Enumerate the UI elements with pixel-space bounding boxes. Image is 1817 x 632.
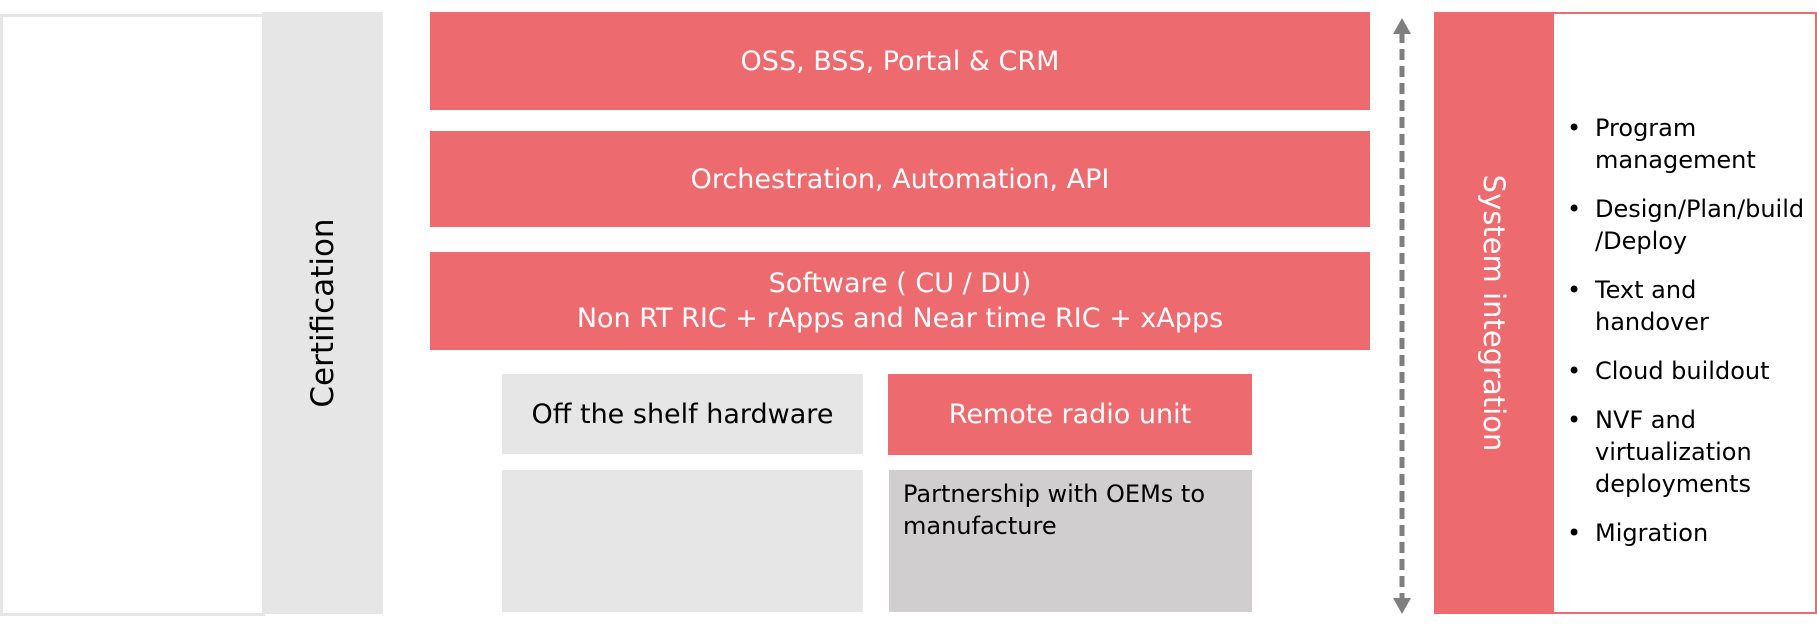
- system-integration-label: System integration: [1477, 174, 1511, 452]
- double-arrow-icon: [1393, 18, 1411, 614]
- list-item-text: NVF and virtualization deployments: [1595, 406, 1752, 498]
- list-item-text: Design/Plan/build /Deploy: [1595, 195, 1805, 255]
- list-item-text: Program management: [1595, 114, 1756, 174]
- bullet-icon: •: [1567, 276, 1582, 304]
- bullet-icon: •: [1567, 114, 1582, 142]
- list-item-text: Migration: [1595, 519, 1709, 547]
- remote-radio-unit-box: Remote radio unit: [888, 374, 1252, 455]
- software-layer: Software ( CU / DU) Non RT RIC + rApps a…: [430, 252, 1370, 350]
- certification-label: Certification: [305, 218, 341, 408]
- system-integration-list: • Program management • Design/Plan/build /…: [1567, 112, 1813, 566]
- orchestration-layer: Orchestration, Automation, API: [430, 131, 1370, 227]
- remote-radio-unit-label: Remote radio unit: [948, 399, 1192, 430]
- certification-bar: Certification: [263, 12, 383, 614]
- orchestration-label: Orchestration, Automation, API: [690, 163, 1110, 195]
- blank-left-panel: [0, 14, 265, 616]
- software-label-line2: Non RT RIC + rApps and Near time RIC + x…: [576, 303, 1224, 334]
- list-item-text: Cloud buildout: [1595, 357, 1770, 385]
- system-integration-bar: System integration: [1434, 12, 1554, 614]
- off-the-shelf-hardware-label: Off the shelf hardware: [531, 398, 834, 430]
- off-the-shelf-hardware-box: Off the shelf hardware: [502, 374, 863, 454]
- partnership-label: Partnership with OEMs to manufacture: [903, 480, 1206, 540]
- bullet-icon: •: [1567, 357, 1582, 385]
- oss-bss-layer: OSS, BSS, Portal & CRM: [430, 12, 1370, 110]
- list-item: • Design/Plan/build /Deploy: [1567, 193, 1813, 257]
- list-item: • Migration: [1567, 517, 1813, 549]
- bullet-icon: •: [1567, 519, 1582, 547]
- list-item: • Text and handover: [1567, 274, 1813, 338]
- oss-bss-label: OSS, BSS, Portal & CRM: [740, 45, 1060, 77]
- list-item-text: Text and handover: [1595, 276, 1709, 336]
- software-label-line1: Software ( CU / DU): [768, 268, 1032, 299]
- list-item: • NVF and virtualization deployments: [1567, 404, 1813, 500]
- list-item: • Cloud buildout: [1567, 355, 1813, 387]
- bullet-icon: •: [1567, 195, 1582, 223]
- bullet-icon: •: [1567, 406, 1582, 434]
- hardware-empty-box: [502, 470, 863, 612]
- partnership-box: Partnership with OEMs to manufacture: [889, 470, 1252, 612]
- list-item: • Program management: [1567, 112, 1813, 176]
